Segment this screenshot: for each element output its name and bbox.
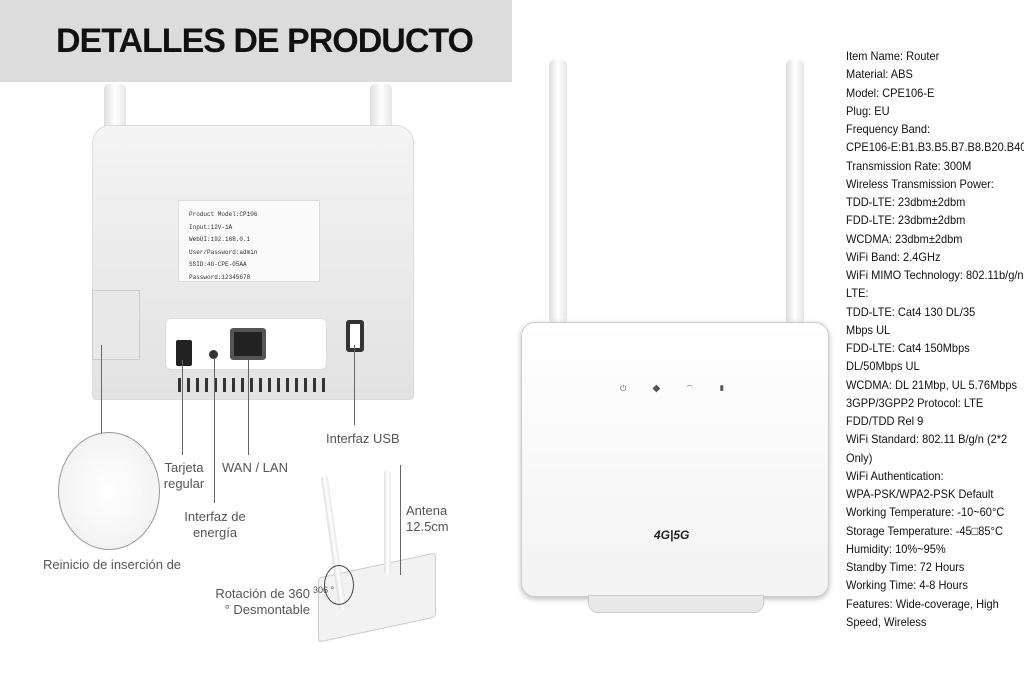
spec-line: Storage Temperature: -45□85°C	[846, 523, 1003, 538]
label-usb: Interfaz USB	[326, 431, 400, 446]
spec-line: LTE:	[846, 286, 869, 301]
spec-line: CPE106-E:B1.B3.B5.B7.B8.B20.B40	[846, 140, 1024, 155]
spec-line: 3GPP/3GPP2 Protocol: LTE	[846, 395, 984, 410]
spec-line: Mbps UL	[846, 322, 891, 337]
callout-line	[214, 358, 215, 503]
spec-line: WiFi Band: 2.4GHz	[846, 249, 941, 264]
spec-line: WPA-PSK/WPA2-PSK Default	[846, 487, 994, 501]
spec-line: Model: CPE106-E	[846, 85, 935, 100]
spec-line: Speed, Wireless	[846, 614, 927, 629]
spec-line: Working Temperature: -10~60°C	[846, 505, 1005, 520]
router-stand	[588, 595, 764, 613]
label-card: Tarjeta regular	[163, 460, 205, 491]
sticker-line: Password:12345678	[189, 273, 251, 281]
spec-line: WiFi MIMO Technology: 802.11b/g/n	[846, 268, 1024, 282]
spec-line: Standby Time: 72 Hours	[846, 560, 965, 574]
spec-line: FDD-LTE: 23dbm±2dbm	[846, 213, 966, 228]
reset-detail-zoom	[58, 432, 160, 550]
label-wan: WAN / LAN	[222, 460, 288, 475]
antenna-length-line	[400, 465, 401, 575]
small-antenna	[384, 470, 391, 575]
product-sticker: Product Model:CP106 Input:12V-1A WebUI:1…	[178, 200, 320, 282]
page-title: DETALLES DE PRODUCTO	[56, 22, 474, 60]
spec-line: TDD-LTE: 23dbm±2dbm	[846, 195, 966, 209]
callout-line	[354, 345, 355, 425]
spec-line: TDD-LTE: Cat4 130 DL/35	[846, 304, 976, 319]
4g-5g-logo: 4G|5G	[654, 528, 690, 542]
spec-line: Plug: EU	[846, 103, 890, 118]
spec-line: Features: Wide-coverage, High	[846, 596, 999, 611]
vent-slots	[178, 378, 328, 392]
sticker-line: SSID:4G-CPE-05AA	[189, 261, 247, 268]
sticker-line: Product Model:CP106	[189, 211, 258, 218]
spec-line: WiFi Authentication:	[846, 468, 944, 483]
label-angle: 306 °	[313, 585, 335, 595]
power-switch	[176, 340, 192, 366]
wan-lan-port	[230, 328, 266, 360]
label-antenna: Antena 12.5cm	[406, 503, 449, 534]
spec-line: Material: ABS	[846, 67, 913, 82]
router-body	[521, 322, 829, 597]
spec-line: Wireless Transmission Power:	[846, 176, 994, 191]
spec-line: FDD/TDD Rel 9	[846, 414, 924, 428]
sticker-line: User/Password:admin	[189, 248, 258, 256]
label-power: Interfaz de energía	[184, 509, 246, 540]
spec-line: Only)	[846, 450, 873, 465]
spec-line: WCDMA: 23dbm±2dbm	[846, 231, 963, 246]
spec-line: Item Name: Router	[846, 49, 940, 63]
spec-line: DL/50Mbps UL	[846, 359, 920, 374]
spec-line: WiFi Standard: 802.11 B/g/n (2*2	[846, 432, 1008, 447]
status-led-icons: ⏻◆◠▮	[620, 384, 751, 393]
power-port	[209, 350, 218, 359]
callout-line	[182, 360, 183, 455]
spec-line: Working Time: 4-8 Hours	[846, 578, 968, 593]
reset-cover	[92, 290, 140, 360]
usb-port	[346, 320, 364, 352]
callout-line	[248, 360, 249, 455]
sticker-line: Input:12V-1A	[189, 223, 233, 231]
antenna-right	[786, 60, 804, 325]
sticker-line: WebUI:192.168.0.1	[189, 236, 251, 243]
rotation-circle	[324, 565, 354, 605]
spec-line: Frequency Band:	[846, 122, 931, 136]
spec-line: FDD-LTE: Cat4 150Mbps	[846, 341, 970, 355]
antenna-left	[549, 60, 567, 325]
label-reset: Reinicio de inserción de	[43, 557, 182, 572]
label-rotation: Rotación de 360 ° Desmontable	[215, 586, 310, 617]
spec-line: Transmission Rate: 300M	[846, 158, 972, 173]
spec-line: WCDMA: DL 21Mbp, UL 5.76Mbps	[846, 377, 1017, 392]
spec-line: Humidity: 10%~95%	[846, 541, 946, 556]
title-banner: DETALLES DE PRODUCTO	[0, 0, 512, 82]
callout-line	[101, 345, 102, 435]
